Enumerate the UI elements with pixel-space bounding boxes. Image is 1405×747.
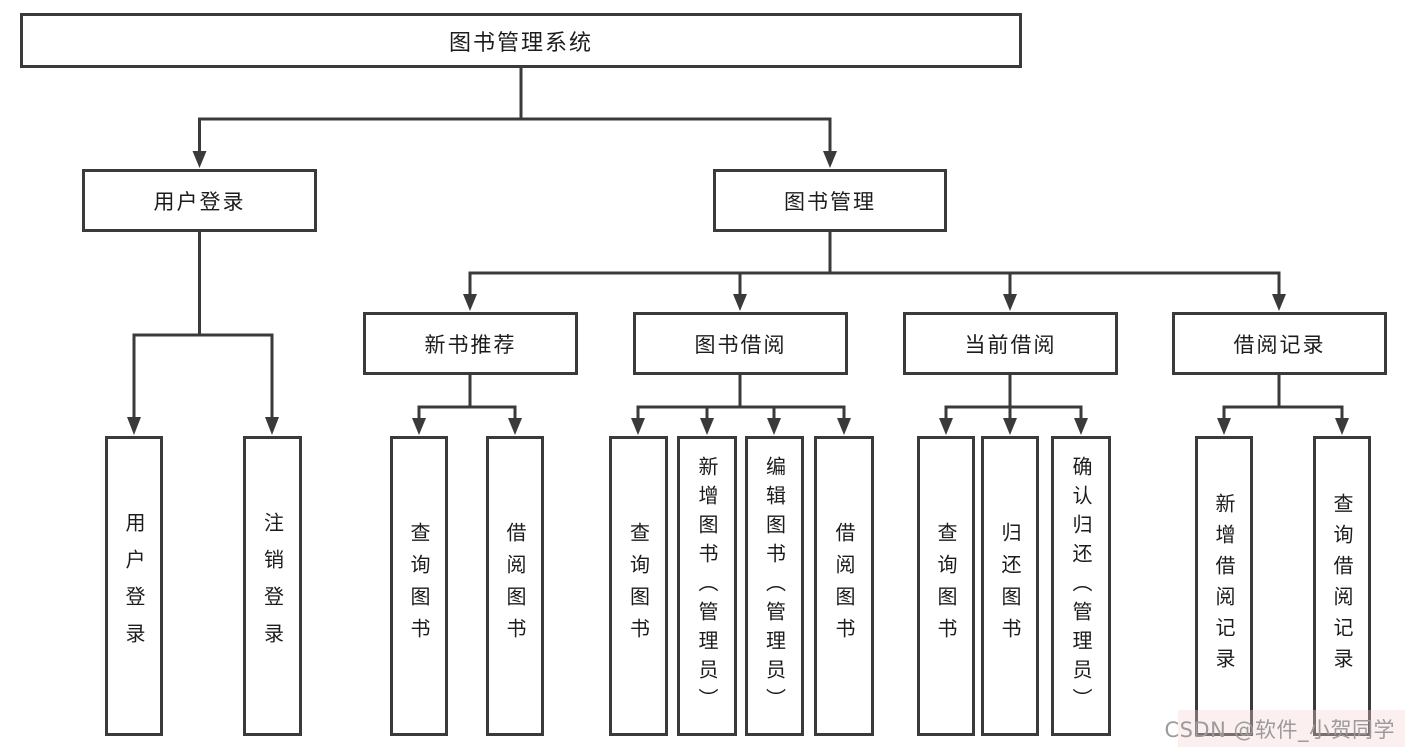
node-book-borrow: 图书借阅 [633, 312, 848, 375]
connector-history-to-leaves [1217, 375, 1349, 435]
node-book-management: 图书管理 [713, 169, 947, 232]
node-history-query-record: 查询借阅记录 [1313, 436, 1371, 736]
node-current-confirm-return-admin-label: 确认归还（管理员） [1069, 455, 1093, 717]
watermark-text: CSDN @软件_小贺同学 [1164, 718, 1395, 742]
node-user-logout-label: 注销登录 [260, 512, 285, 660]
node-current-borrow-label: 当前借阅 [964, 332, 1057, 357]
node-borrow-borrow-book: 借阅图书 [814, 436, 874, 736]
node-new-book-recommend: 新书推荐 [363, 312, 578, 375]
node-borrow-records-label: 借阅记录 [1233, 332, 1326, 357]
node-current-return-book-label: 归还图书 [998, 522, 1022, 650]
node-user-section-label: 用户登录 [153, 189, 246, 214]
node-current-return-book: 归还图书 [981, 436, 1039, 736]
node-book-management-label: 图书管理 [784, 189, 876, 214]
node-user-login-label: 用户登录 [122, 512, 146, 660]
node-history-add-record: 新增借阅记录 [1195, 436, 1253, 736]
node-borrow-add-book-admin: 新增图书（管理员） [677, 436, 737, 736]
node-user-logout: 注销登录 [243, 436, 302, 736]
connector-user-to-leaves [127, 232, 279, 435]
node-root-label: 图书管理系统 [448, 30, 593, 56]
node-borrow-borrow-book-label: 借阅图书 [832, 522, 856, 650]
node-current-confirm-return-admin: 确认归还（管理员） [1051, 436, 1111, 736]
connector-rec-to-leaves [412, 375, 522, 435]
node-current-borrow: 当前借阅 [903, 312, 1118, 375]
node-history-add-record-label: 新增借阅记录 [1212, 493, 1236, 679]
node-rec-borrow-book-label: 借阅图书 [503, 522, 527, 650]
node-new-book-recommend-label: 新书推荐 [424, 332, 517, 357]
node-book-borrow-label: 图书借阅 [694, 332, 787, 357]
node-user-login: 用户登录 [105, 436, 163, 736]
node-user-section: 用户登录 [82, 169, 317, 232]
node-history-query-record-label: 查询借阅记录 [1330, 493, 1354, 679]
node-borrow-edit-book-admin: 编辑图书（管理员） [745, 436, 804, 736]
node-rec-borrow-book: 借阅图书 [486, 436, 544, 736]
node-borrow-query-book: 查询图书 [609, 436, 668, 736]
connector-current-to-leaves [939, 375, 1088, 435]
connector-book-to-level3 [463, 232, 1286, 311]
node-rec-query-book-label: 查询图书 [407, 522, 431, 650]
connector-root-to-level2 [192, 68, 837, 168]
node-borrow-edit-book-admin-label: 编辑图书（管理员） [762, 455, 787, 717]
node-borrow-add-book-admin-label: 新增图书（管理员） [695, 455, 719, 717]
node-current-query-book: 查询图书 [917, 436, 975, 736]
connector-borrow-to-leaves [631, 375, 851, 435]
node-current-query-book-label: 查询图书 [934, 522, 958, 650]
node-root: 图书管理系统 [20, 13, 1022, 68]
node-borrow-records: 借阅记录 [1172, 312, 1387, 375]
node-borrow-query-book-label: 查询图书 [626, 522, 651, 650]
node-rec-query-book: 查询图书 [390, 436, 448, 736]
